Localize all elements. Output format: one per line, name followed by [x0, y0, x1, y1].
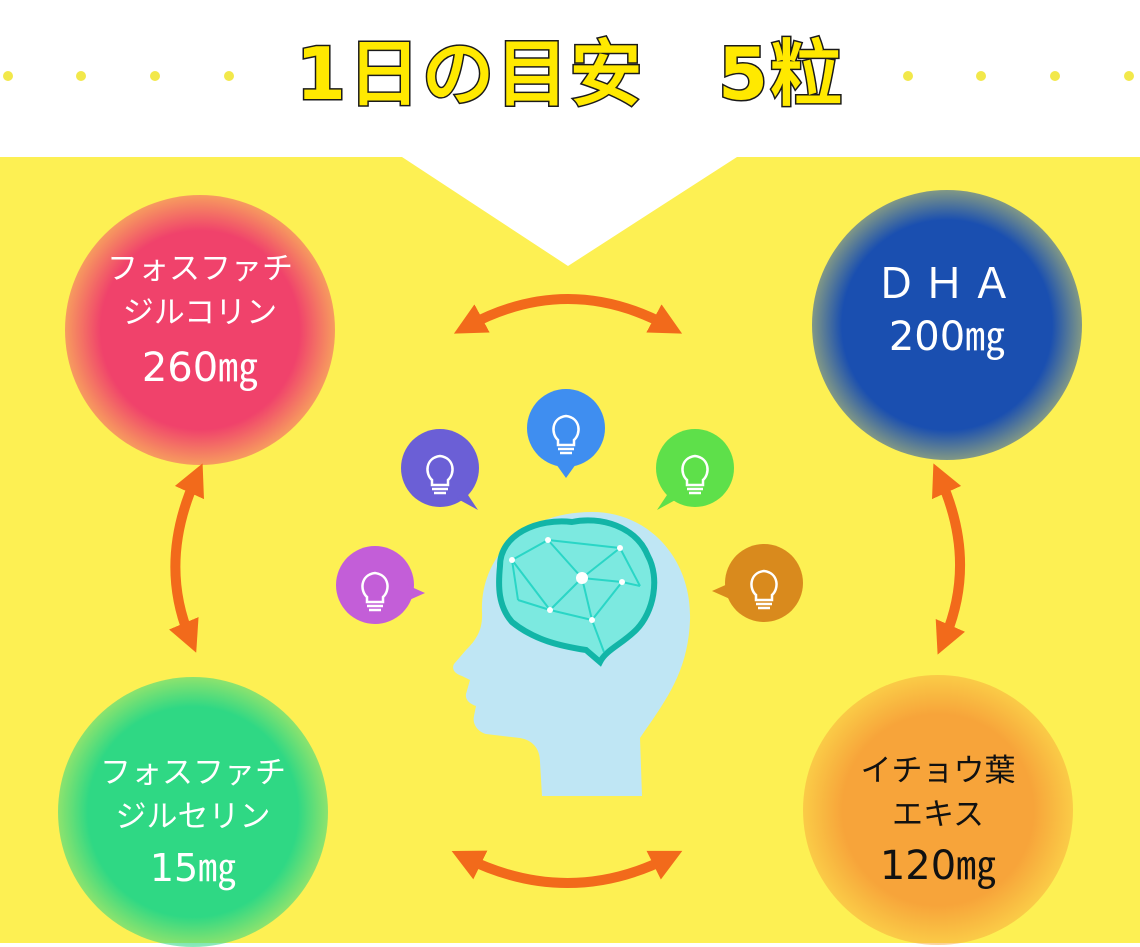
ingredient-name-line1: イチョウ葉 — [860, 753, 1016, 789]
page-title: 1日の目安 5粒 — [294, 31, 845, 118]
ingredient-dha: ＤＨＡ 200㎎ — [812, 190, 1082, 460]
ingredient-ginkgo: イチョウ葉 エキス 120㎎ — [803, 675, 1073, 945]
lightbulb-icon — [656, 429, 734, 510]
ingredient-phosphatidylcholine: フォスファチ ジルコリン 260㎎ — [65, 195, 335, 465]
lightbulb-icon — [401, 429, 479, 510]
ingredient-amount: 200㎎ — [888, 314, 1006, 360]
ingredient-amount: 120㎎ — [879, 843, 997, 889]
lightbulb-icon — [527, 389, 605, 478]
lightbulb-icon — [712, 544, 803, 622]
ingredient-name-line1: フォスファチ — [107, 251, 293, 287]
arrow-top — [453, 294, 683, 334]
lightbulb-bubble-green — [653, 428, 738, 517]
arrow-bottom — [451, 850, 683, 888]
lightbulb-icon — [336, 546, 425, 624]
ingredient-name-line1: ＤＨＡ — [874, 259, 1019, 308]
lightbulb-bubble-orange — [708, 543, 808, 632]
ingredient-name-line2: エキス — [891, 797, 985, 833]
ingredient-name-line2: ジルコリン — [122, 295, 278, 331]
lightbulb-bubble-indigo — [398, 428, 483, 517]
ingredient-name-line2: ジルセリン — [115, 799, 271, 835]
ingredient-phosphatidylserine: フォスファチ ジルセリン 15㎎ — [58, 677, 328, 947]
ingredient-amount: 260㎎ — [141, 345, 259, 391]
brain-network — [496, 517, 658, 667]
arrow-left — [169, 463, 204, 653]
ingredient-amount: 15㎎ — [149, 846, 237, 890]
lightbulb-bubble-blue — [524, 388, 609, 487]
lightbulb-bubble-purple — [333, 545, 428, 634]
ingredient-name-line1: フォスファチ — [100, 755, 286, 791]
arrow-right — [932, 463, 966, 655]
